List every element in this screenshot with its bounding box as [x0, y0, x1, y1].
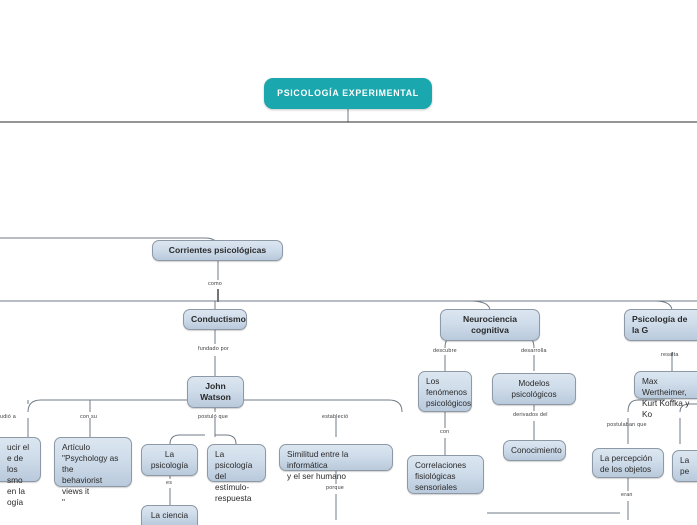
link-label-descubre: descubre [433, 348, 457, 354]
link-label-resalta: resalta [661, 352, 679, 358]
link-label-desarrolla: desarrolla [521, 348, 547, 354]
node-la-psicologia[interactable]: La psicología [141, 444, 198, 476]
node-root-psicologia-experimental[interactable]: PSICOLOGÍA EXPERIMENTAL [264, 78, 432, 109]
node-conductismo[interactable]: Conductismo [183, 309, 247, 330]
link-label-derivados-del: derivados del [513, 412, 548, 418]
node-conocimiento[interactable]: Conocimiento [503, 440, 566, 461]
link-label-con: con [440, 429, 450, 435]
link-label-eran: eran [621, 492, 633, 498]
node-modelos-psicologicos[interactable]: Modelos psicológicos [492, 373, 576, 405]
link-label-postulo-que: postuló que [198, 414, 229, 420]
node-wertheimer-koffka-kohler[interactable]: Max Wertheimer, Kurt Koffka y Ko [634, 371, 697, 419]
node-percepcion-right-clipped[interactable]: La pe [672, 450, 697, 482]
link-label-fundado-por: fundado por [198, 346, 229, 352]
link-label-con-su: con su [80, 414, 98, 420]
link-label-como: como [208, 281, 222, 287]
link-label-es: es [166, 480, 173, 486]
node-corrientes-psicologicas[interactable]: Corrientes psicológicas [152, 240, 283, 261]
node-la-ciencia[interactable]: La ciencia [141, 505, 198, 525]
node-percepcion-objetos[interactable]: La percepción de los objetos [592, 448, 664, 478]
node-correlaciones-fisiologicas-sensoriales[interactable]: Correlaciones fisiológicas sensoriales [407, 455, 484, 494]
node-john-watson[interactable]: John Watson [187, 376, 244, 408]
node-psicologia-estimulo-respuesta[interactable]: La psicología del estímulo- respuesta [207, 444, 266, 503]
node-articulo-psychology-behaviorist[interactable]: Artículo "Psychology as the behaviorist … [54, 437, 132, 507]
node-fenomenos-psicologicos[interactable]: Los fenómenos psicológicos [418, 371, 472, 412]
link-label-porque: porque [326, 485, 344, 491]
node-introducir-estudio-organismo[interactable]: ucir el e de los smo en la ogía [0, 437, 41, 507]
link-label-estudio-a: udió a [0, 414, 16, 420]
link-label-postulaban-que: postulaban que [607, 422, 647, 428]
node-neurociencia-cognitiva[interactable]: Neurociencia cognitiva [440, 309, 540, 341]
link-label-establecio: estableció [322, 414, 349, 420]
node-similitud-informatica-ser-humano[interactable]: Similitud entre la informática y el ser … [279, 444, 393, 481]
node-psicologia-gestalt[interactable]: Psicología de la G [624, 309, 697, 341]
